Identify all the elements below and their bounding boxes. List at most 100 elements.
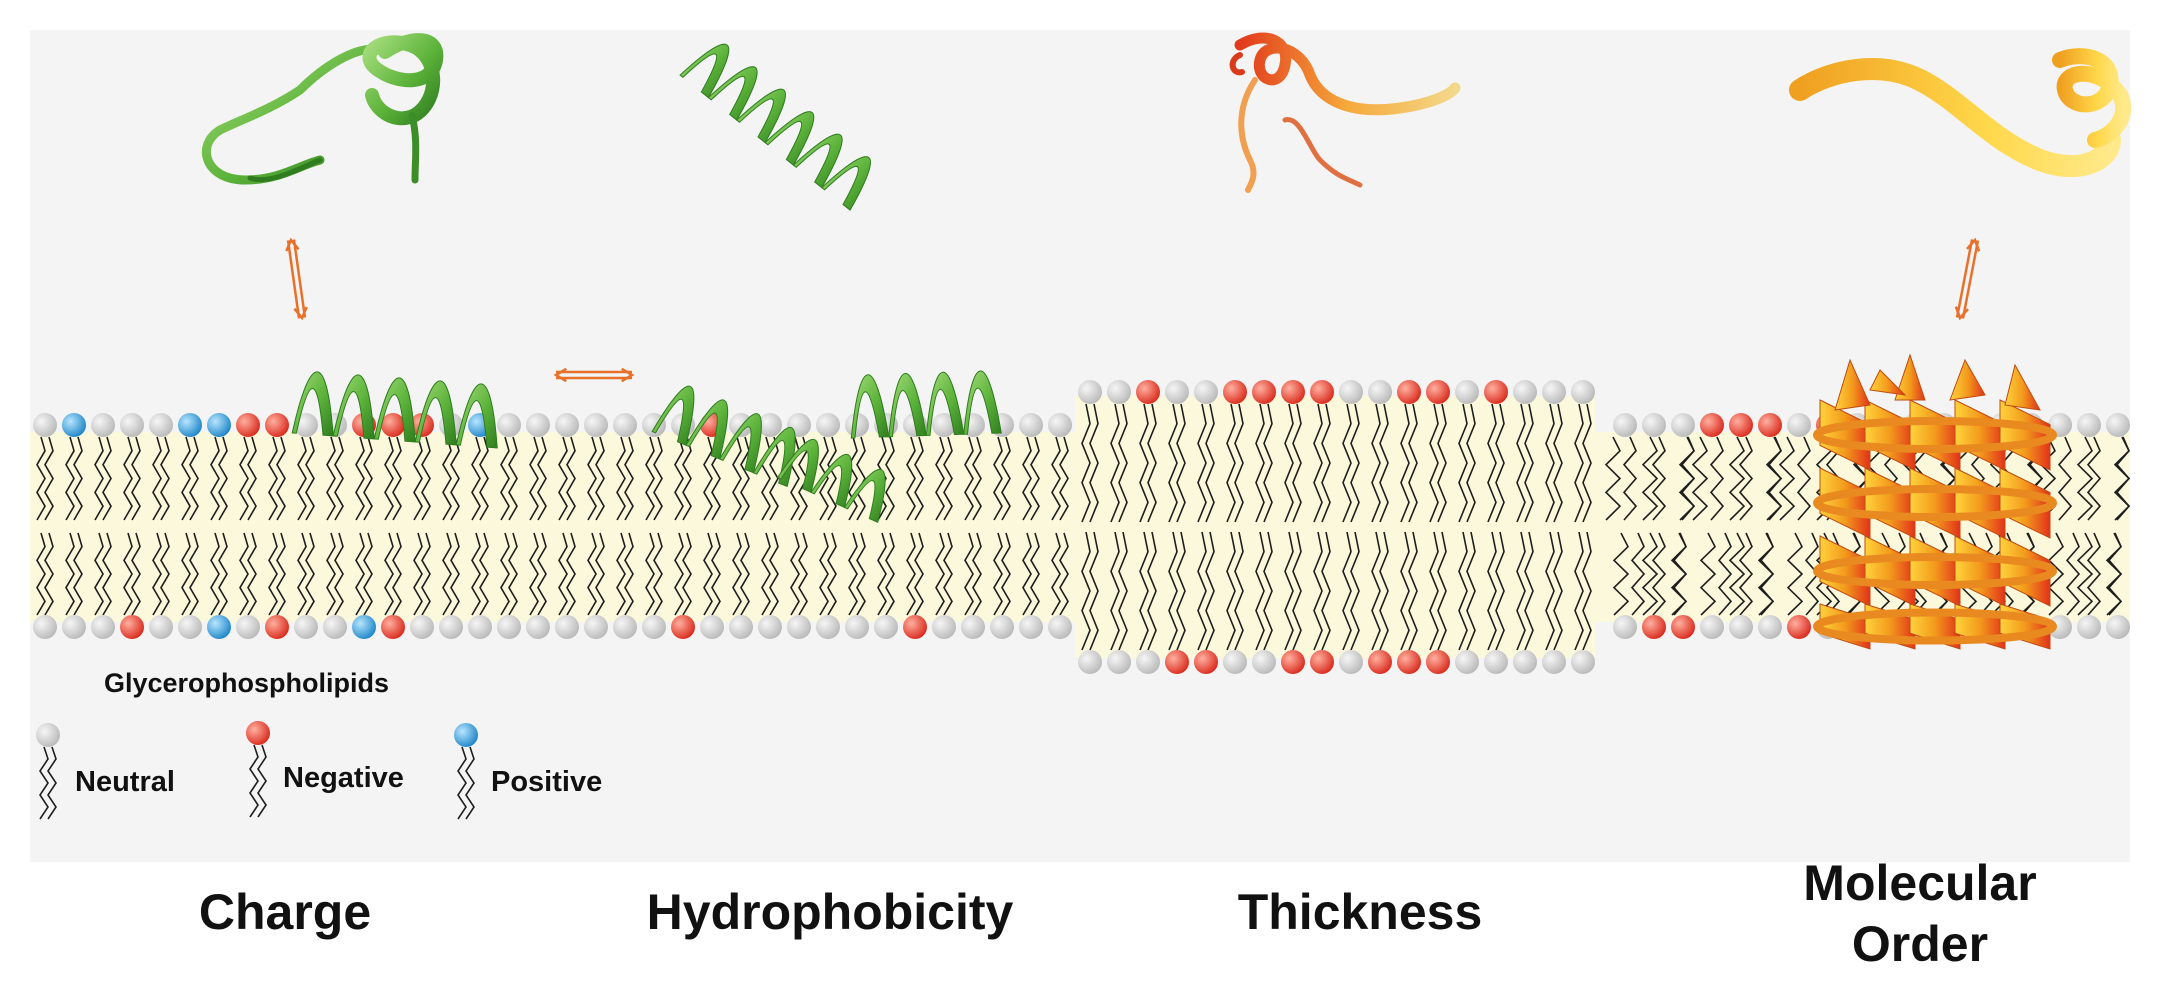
lipid-tail <box>1022 532 1032 616</box>
legend-title: Glycerophospholipids <box>104 668 390 698</box>
barrel-spike <box>1949 358 1986 401</box>
lipid-tail <box>479 436 489 521</box>
lipid-tail <box>160 436 170 521</box>
lipid-tail <box>1458 531 1468 651</box>
lipid-tail <box>1495 531 1505 651</box>
lipid-tail <box>384 532 394 616</box>
lipid-tail <box>1400 403 1410 523</box>
lipid-tail <box>732 436 742 521</box>
lipid-tail <box>268 436 278 521</box>
lipid-tail <box>1672 532 1688 616</box>
lipid-tail <box>268 532 278 616</box>
lipid-tail <box>123 436 133 521</box>
lipid-tail <box>1139 403 1149 523</box>
barrel-row <box>1813 603 2057 650</box>
lipid-tail <box>906 532 916 616</box>
lipid-tail <box>355 532 365 616</box>
lipid-tail <box>682 436 692 521</box>
lipid-tail <box>1051 436 1061 521</box>
lipid-head <box>120 413 144 437</box>
lipid-tail <box>885 436 895 521</box>
lipid-tail <box>160 532 170 616</box>
lipid-tail <box>537 436 547 521</box>
lipid-tail <box>1553 403 1563 523</box>
lipid-head <box>1455 650 1479 674</box>
lipid-head <box>1194 650 1218 674</box>
lipid-tail <box>1350 403 1360 523</box>
lipid-tail <box>1313 531 1323 651</box>
barrel-strand <box>1999 535 2051 607</box>
lipid-head <box>62 615 86 639</box>
lipid-tail <box>2065 532 2081 616</box>
legend-glyph-negative <box>246 721 270 818</box>
lipid-tail <box>2115 436 2131 521</box>
charge-bound-helix <box>291 371 498 449</box>
lipid-head <box>816 413 840 437</box>
lipid-tail <box>935 532 945 616</box>
lipid-head <box>2077 413 2101 437</box>
lipid-tail <box>616 532 626 616</box>
lipid-tail <box>471 532 481 616</box>
lipid-tail <box>558 532 568 616</box>
lipid-head <box>642 615 666 639</box>
lipid-tail <box>566 532 576 616</box>
lipid-tail <box>906 436 916 521</box>
lipid-tail <box>587 532 597 616</box>
lipid-head <box>758 615 782 639</box>
lipid-tail <box>1342 403 1352 523</box>
lipid-tail <box>1321 531 1331 651</box>
lipid-tail <box>1400 531 1410 651</box>
lipid-head <box>1455 380 1479 404</box>
lipid-head <box>1613 413 1637 437</box>
lipid-head <box>1165 650 1189 674</box>
lipid-tail <box>769 532 779 616</box>
membrane-core-left <box>30 432 1075 622</box>
lipid-tail <box>1197 403 1207 523</box>
lipid-head <box>1729 413 1753 437</box>
lipid-tail <box>885 532 895 616</box>
lipid-tail <box>914 436 924 521</box>
barrel-spike <box>2004 363 2041 411</box>
lipid-tail <box>1118 403 1128 523</box>
lipid-tail <box>65 532 75 616</box>
barrel-spike <box>1869 369 1907 396</box>
barrel-row <box>1813 467 2057 539</box>
lipid-tail <box>1429 403 1439 523</box>
lipid-tail <box>1778 436 1796 521</box>
lipid-tail <box>450 436 460 521</box>
lipid-head <box>1513 380 1537 404</box>
lipid-tail <box>1408 403 1418 523</box>
lipid-tail <box>616 436 626 521</box>
lipid-tail <box>877 436 887 521</box>
lipid-tail <box>798 532 808 616</box>
lipid-head <box>584 413 608 437</box>
membrane-bound-helices <box>291 370 1002 524</box>
lipid-head <box>1310 650 1334 674</box>
lipid-tail <box>1516 531 1526 651</box>
lipid-tail <box>1205 403 1215 523</box>
lipid-tail <box>326 532 336 616</box>
lipid-tail <box>1612 532 1630 616</box>
lipid-head <box>1397 380 1421 404</box>
lipid-tail <box>479 532 489 616</box>
lipid-tail <box>790 532 800 616</box>
lipid-tail <box>2086 436 2102 521</box>
lipid-tail <box>1717 532 1733 616</box>
lipid-head <box>1787 413 1811 437</box>
lipid-tail <box>421 532 431 616</box>
lipid-tail <box>500 436 510 521</box>
caption-molecular-order-line2: Order <box>1851 916 1989 972</box>
lipid-tail <box>1466 531 1476 651</box>
lipid-tail <box>305 436 315 521</box>
lipid-tail <box>500 532 510 616</box>
lipid-head <box>1136 380 1160 404</box>
lipid-tail <box>972 532 982 616</box>
lipid-head <box>1078 380 1102 404</box>
lipid-tail <box>1574 531 1584 651</box>
lipid-head <box>1571 380 1595 404</box>
lipid-tail <box>276 436 286 521</box>
lipid-head <box>62 413 86 437</box>
lipid-tail <box>1059 436 1069 521</box>
arrow-head <box>1954 306 1969 321</box>
barrel-band <box>1813 485 2057 521</box>
